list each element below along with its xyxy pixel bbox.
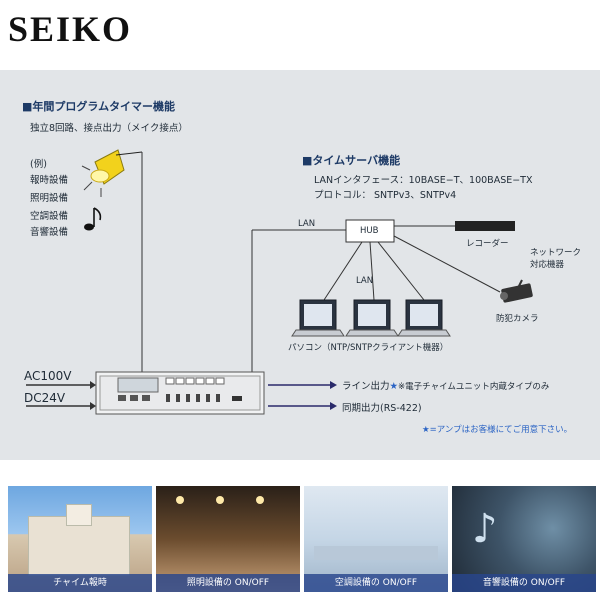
line-output-note: ※電子チャイムユニット内蔵タイプのみ <box>398 382 550 392</box>
lamp-icon <box>81 149 143 197</box>
star-icon: ★ <box>389 381 399 392</box>
photo-caption: チャイム報時 <box>8 574 152 592</box>
pc-icon-1 <box>291 299 345 337</box>
example-label: (例) <box>30 159 47 170</box>
photo-caption: 空調設備の ON/OFF <box>304 574 448 592</box>
photo-caption: 音響設備の ON/OFF <box>452 574 596 592</box>
amp-note: ★=アンプはお客様にてご用意下さい。 <box>422 425 573 435</box>
photo-chime: チャイム報時 <box>8 486 152 592</box>
ac-label: AC100V <box>24 369 72 383</box>
camera-label: 防犯カメラ <box>496 314 539 324</box>
photo-audio: ♪ 音響設備の ON/OFF <box>452 486 596 592</box>
music-note-icon <box>84 207 102 231</box>
seiko-logo: SEIKO <box>8 9 133 49</box>
sync-output-label: 同期出力(RS-422) <box>342 403 422 414</box>
timer-heading: ■年間プログラムタイマー機能 <box>22 100 176 113</box>
lan-label: LAN <box>298 219 316 229</box>
lan-label: LAN <box>356 276 374 286</box>
pc-icon-3 <box>397 299 451 337</box>
example-item: 音響設備 <box>30 227 69 238</box>
dc-label: DC24V <box>24 391 66 405</box>
lan-interface-text: LANインタフェース：10BASE−T、100BASE−TX <box>314 175 533 186</box>
recorder-icon <box>455 221 515 231</box>
line-output-prefix: ライン出力 <box>342 381 390 392</box>
network-device-label: ネットワーク <box>530 248 582 258</box>
photo-hvac: 空調設備の ON/OFF <box>304 486 448 592</box>
hub-label: HUB <box>360 226 379 236</box>
timer-device <box>95 371 265 415</box>
pc-label: パソコン（NTP/SNTPクライアント機器） <box>288 343 449 353</box>
photo-caption: 照明設備の ON/OFF <box>156 574 300 592</box>
network-device-label: 対応機器 <box>530 260 565 270</box>
recorder-label: レコーダー <box>466 239 509 249</box>
example-item: 空調設備 <box>30 211 69 222</box>
pc-icon-2 <box>345 299 399 337</box>
example-item: 報時設備 <box>30 175 69 186</box>
example-item: 照明設備 <box>30 193 69 204</box>
music-note-icon: ♪ <box>472 506 498 552</box>
timer-subtitle: 独立8回路、接点出力（メイク接点） <box>30 123 188 134</box>
photo-lighting: 照明設備の ON/OFF <box>156 486 300 592</box>
camera-icon <box>500 279 533 303</box>
line-output-label: ライン出力★※電子チャイムユニット内蔵タイプのみ <box>342 378 549 392</box>
protocol-text: プロトコル： SNTPv3、SNTPv4 <box>314 190 457 201</box>
server-heading: ■タイムサーバ機能 <box>302 154 401 167</box>
